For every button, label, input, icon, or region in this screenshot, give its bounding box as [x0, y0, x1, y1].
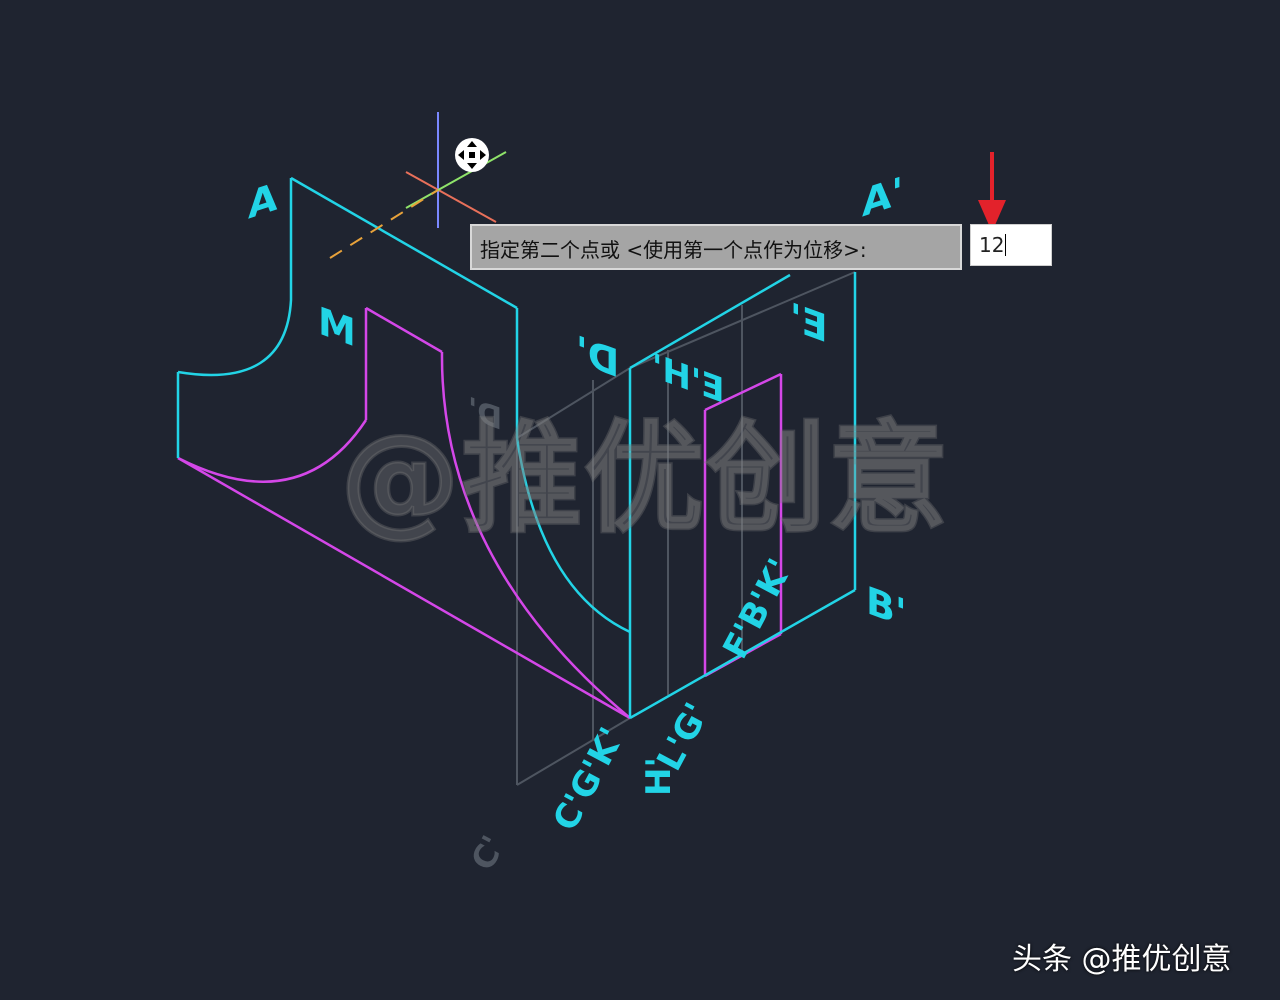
dynamic-input-prompt: 指定第二个点或 <使用第一个点作为位移>:	[470, 224, 962, 270]
text-caret	[1005, 234, 1007, 256]
source-credit: 头条 @推优创意	[1012, 942, 1232, 977]
projection-lines	[516, 271, 856, 786]
watermark: @推优创意	[339, 410, 950, 549]
label-A: A	[248, 174, 278, 228]
label-H: H'	[639, 757, 679, 796]
red-arrow-icon	[978, 152, 1006, 232]
dynamic-input-field[interactable]: 12	[970, 224, 1052, 266]
cyan-outline	[176, 176, 857, 720]
crosshair-cursor	[329, 112, 507, 259]
dynamic-input-value: 12	[979, 233, 1005, 257]
move-cursor-icon	[455, 138, 489, 172]
magenta-profile	[177, 306, 783, 720]
